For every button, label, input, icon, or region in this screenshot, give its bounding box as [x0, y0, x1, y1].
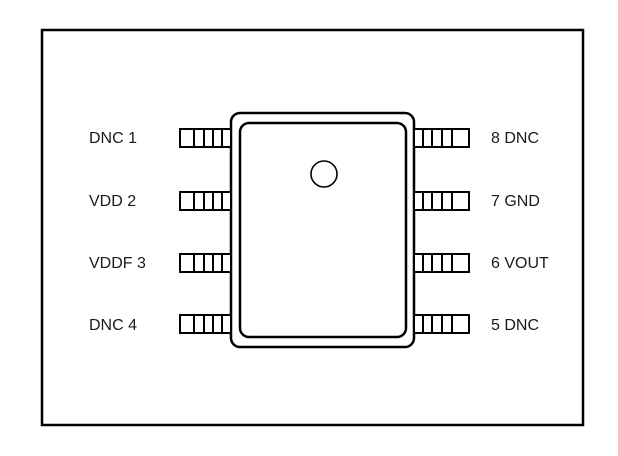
pin-label-4: DNC 4 [89, 317, 137, 334]
chip-body-inner [238, 121, 408, 339]
left-pin-3 [179, 253, 232, 273]
right-pin-7 [413, 191, 470, 211]
pin-label-1: DNC 1 [89, 130, 137, 147]
pin-label-7: 7 GND [491, 193, 540, 210]
pin-label-5: 5 DNC [491, 317, 539, 334]
right-pin-6 [413, 253, 470, 273]
pin-label-8: 8 DNC [491, 130, 539, 147]
pin-label-2: VDD 2 [89, 193, 136, 210]
pin-label-6: 6 VOUT [491, 255, 549, 272]
left-pin-4 [179, 314, 232, 334]
pin-label-3: VDDF 3 [89, 255, 146, 272]
left-pin-2 [179, 191, 232, 211]
left-pin-1 [179, 128, 232, 148]
right-pin-8 [413, 128, 470, 148]
pin1-indicator-dot [310, 160, 338, 188]
right-pin-5 [413, 314, 470, 334]
